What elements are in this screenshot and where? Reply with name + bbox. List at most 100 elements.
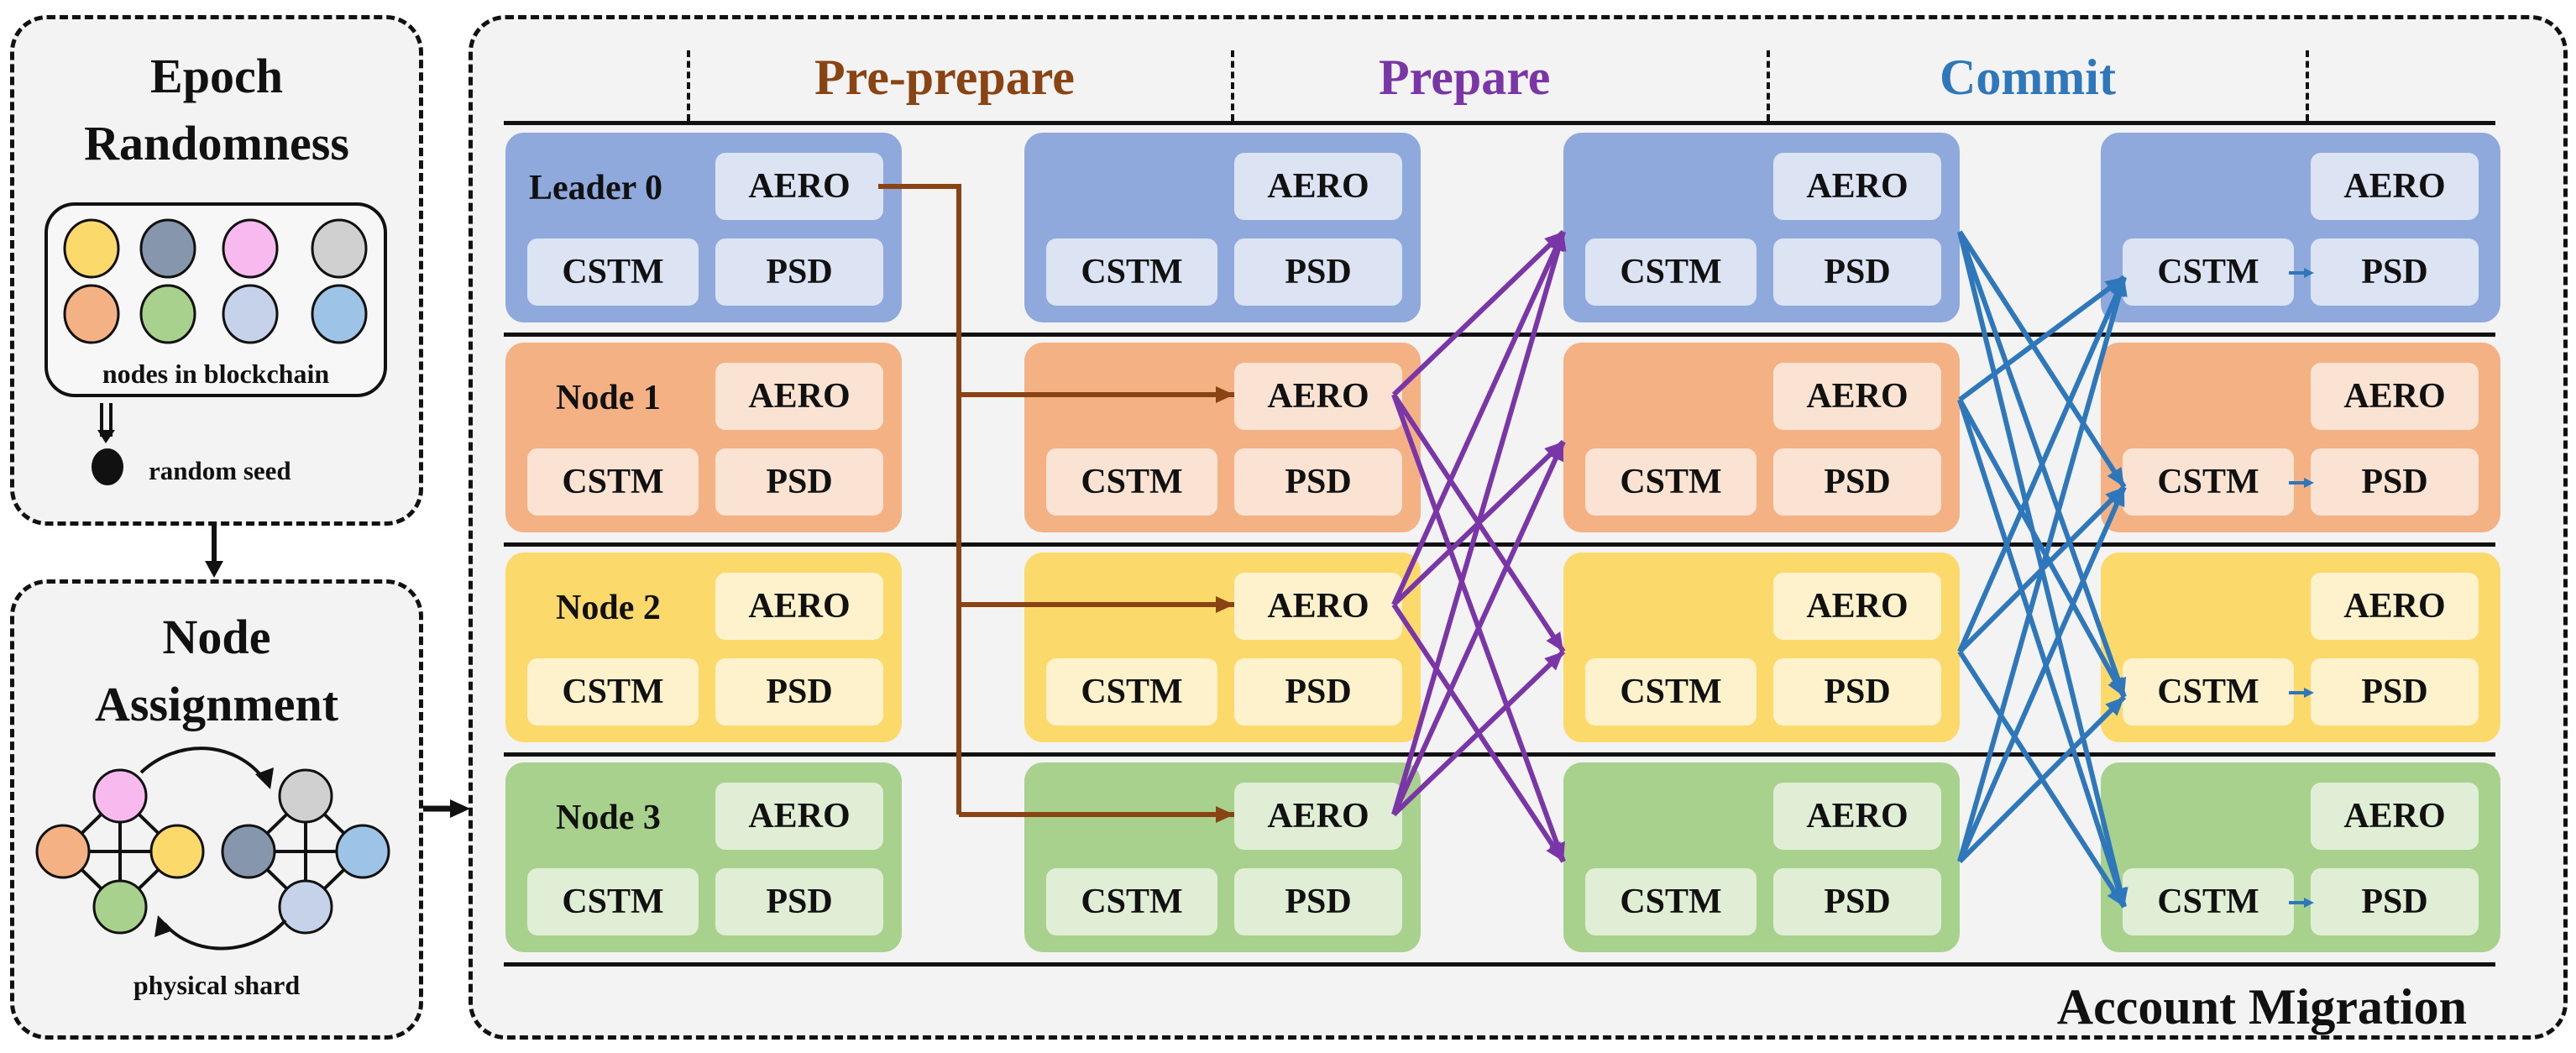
shard-node	[221, 824, 276, 879]
header-line	[504, 121, 2495, 125]
psd-cell: PSD	[1773, 238, 1941, 306]
blockchain-node	[63, 284, 120, 344]
row-line-1	[504, 333, 2495, 337]
commit-arrow	[1958, 275, 2126, 402]
psd-cell: PSD	[1773, 658, 1941, 726]
commit-arrow	[1957, 485, 2127, 863]
epoch-title-line2: Randomness	[84, 116, 349, 170]
prepare-arrow	[1391, 229, 1566, 397]
commit-arrow	[1957, 398, 2127, 699]
prepare-arrow-head	[1544, 652, 1563, 671]
aero-cell: AERO	[1773, 573, 1941, 640]
blockchain-node	[139, 218, 196, 279]
shard-node	[92, 879, 148, 935]
physical-shard-right	[221, 768, 390, 935]
cstm-cell: CSTM	[2123, 238, 2294, 306]
aero-cell: AERO	[715, 783, 883, 850]
shard-node	[92, 768, 148, 824]
aero-cell: AERO	[1234, 573, 1402, 640]
psd-cell: PSD	[1234, 238, 1402, 306]
cstm-cell: CSTM	[527, 448, 699, 516]
aero-cell: AERO	[2311, 783, 2479, 850]
phase-tick-3	[1767, 50, 1770, 121]
cstm-cell: CSTM	[1046, 868, 1217, 935]
shard-node	[335, 824, 390, 879]
cstm-cell: CSTM	[527, 658, 699, 726]
shard-node	[149, 824, 205, 879]
aero-cell: AERO	[1234, 363, 1402, 430]
prepare-arrow	[1391, 230, 1566, 606]
nodes-caption: nodes in blockchain	[102, 359, 330, 389]
blockchain-node	[311, 284, 368, 344]
cstm-psd-arrow	[2289, 477, 2314, 489]
prepare-arrow-head	[1550, 232, 1567, 252]
node-label: Leader 0	[529, 169, 663, 207]
commit-arrow-head	[2111, 277, 2128, 297]
aero-cell: AERO	[715, 363, 883, 430]
node-label: Node 3	[556, 799, 661, 837]
commit-arrow-head	[2107, 467, 2124, 487]
commit-arrow	[1957, 275, 2127, 653]
aero-cell: AERO	[1234, 153, 1402, 220]
aero-cell: AERO	[715, 153, 883, 220]
commit-arrow-head	[2105, 697, 2124, 716]
phase-tick-1	[687, 50, 690, 121]
aero-cell: AERO	[1234, 783, 1402, 850]
shard-node	[278, 879, 333, 935]
phase-prepare: Prepare	[1379, 50, 1551, 105]
phase-tick-2	[1231, 50, 1234, 121]
psd-cell: PSD	[715, 868, 883, 935]
node-label: Node 1	[556, 379, 661, 417]
node-label: Node 2	[556, 589, 661, 627]
random-seed-dot	[92, 448, 123, 485]
physical-shard-caption: physical shard	[133, 970, 301, 1000]
random-seed-label: random seed	[149, 456, 291, 485]
psd-cell: PSD	[1773, 448, 1941, 516]
commit-arrow-head	[2107, 676, 2124, 697]
phase-tick-4	[2306, 50, 2309, 121]
physical-shard-left	[35, 768, 205, 935]
cstm-cell: CSTM	[527, 238, 699, 306]
cstm-psd-arrow	[2289, 897, 2314, 909]
pre-prepare-trunk	[878, 184, 961, 815]
cstm-cell: CSTM	[1585, 658, 1757, 726]
cstm-cell: CSTM	[1585, 238, 1757, 306]
cstm-cell: CSTM	[2123, 448, 2294, 516]
phase-pre-prepare: Pre-prepare	[814, 50, 1075, 105]
cstm-cell: CSTM	[1046, 238, 1217, 306]
psd-cell: PSD	[715, 448, 883, 516]
blockchain-node	[139, 284, 196, 344]
cstm-cell: CSTM	[2123, 658, 2294, 726]
psd-cell: PSD	[1773, 868, 1941, 935]
commit-arrow-head	[2108, 487, 2125, 508]
aero-cell: AERO	[2311, 363, 2479, 430]
psd-cell: PSD	[2311, 448, 2479, 516]
pre-prepare-arrow-node2-head	[1216, 596, 1234, 613]
shard-node	[278, 768, 333, 824]
phase-commit: Commit	[1940, 50, 2116, 105]
pre-prepare-arrow-node3-head	[1216, 806, 1234, 823]
psd-cell: PSD	[715, 238, 883, 306]
epoch-title-line1: Epoch	[150, 49, 283, 103]
row-line-2	[504, 542, 2495, 547]
aero-cell: AERO	[715, 573, 883, 640]
aero-cell: AERO	[1773, 153, 1941, 220]
aero-cell: AERO	[1773, 363, 1941, 430]
pre-prepare-arrow-node1-head	[1216, 386, 1234, 403]
shard-swap-arrow-bottom-head	[154, 915, 173, 937]
aero-cell: AERO	[2311, 153, 2479, 220]
